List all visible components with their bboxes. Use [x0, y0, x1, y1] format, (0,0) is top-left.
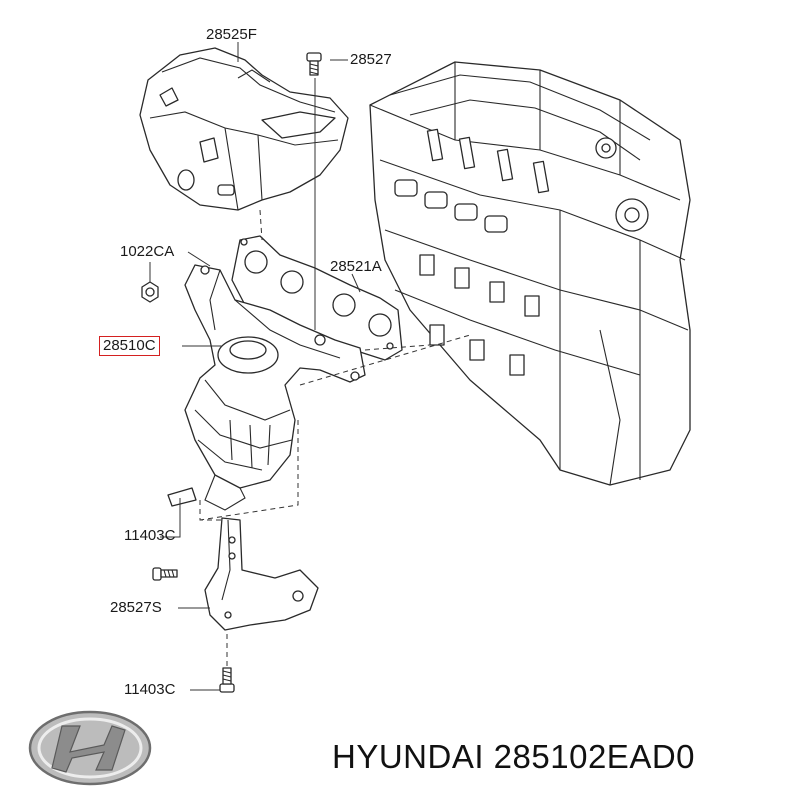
catalytic-manifold [167, 264, 366, 511]
callout-heat-shield: 28525F [206, 26, 257, 43]
manifold-gasket [231, 235, 403, 361]
manifold-nut [141, 281, 159, 303]
callout-manifold-nut: 1022CA [120, 243, 175, 260]
leader-lines [149, 42, 471, 691]
bracket-bolt-lower [219, 667, 235, 693]
support-bracket [204, 517, 319, 631]
cylinder-head-cover [389, 74, 651, 232]
part-number-caption: HYUNDAI 285102EAD0 [332, 738, 696, 775]
callout-support-bracket: 28527S [110, 599, 162, 616]
engine-block [369, 61, 691, 486]
exhaust-ports [394, 179, 540, 376]
callout-bracket-bolt-lower: 11403C [124, 681, 176, 698]
callout-catalytic-manifold: 28510C [99, 336, 160, 356]
callout-shield-bolt: 28527 [350, 51, 392, 68]
bracket-bolt-upper [152, 567, 178, 581]
shield-bolt [306, 52, 322, 76]
callout-manifold-gasket: 28521A [330, 258, 382, 275]
hyundai-logo-icon [28, 710, 152, 786]
heat-shield [139, 47, 349, 211]
callout-bracket-bolt-upper: 11403C [124, 527, 176, 544]
